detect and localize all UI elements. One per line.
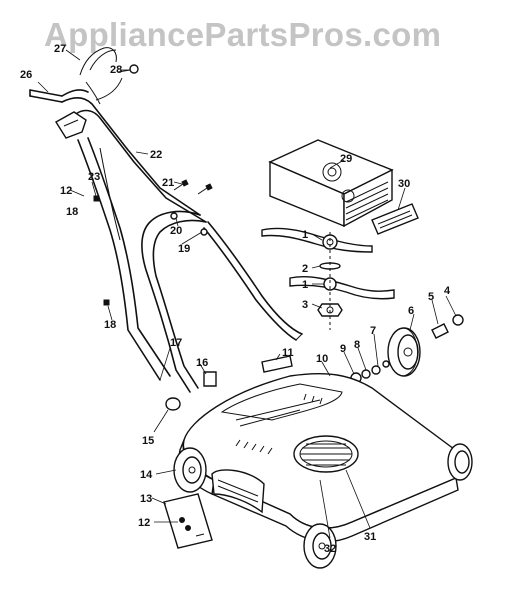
lower-left-handle (77, 137, 171, 381)
callout-12-lower: 12 (138, 517, 150, 529)
discharge-cover (163, 493, 213, 549)
front-right-wheel (303, 523, 337, 569)
callout-17: 17 (170, 337, 182, 349)
callout-30: 30 (398, 178, 410, 190)
callout-22: 22 (150, 149, 162, 161)
callout-32: 32 (324, 543, 336, 555)
callout-10: 10 (316, 353, 328, 365)
callout-23: 23 (88, 171, 100, 183)
callout-8: 8 (354, 339, 360, 351)
blade-upper (261, 227, 373, 253)
callout-18-lower: 18 (104, 319, 116, 331)
name-plate (371, 203, 419, 235)
callout-9: 9 (340, 343, 346, 355)
callout-14: 14 (140, 469, 153, 481)
blade-lower (289, 276, 395, 300)
callout-15: 15 (142, 435, 154, 447)
handle-hardware (93, 179, 293, 411)
callout-12-upper: 12 (60, 185, 72, 197)
callouts: 26 27 28 29 30 22 23 12 18 21 20 19 1 2 … (20, 43, 451, 555)
callout-6: 6 (408, 305, 414, 317)
callout-1-lower: 1 (302, 279, 308, 291)
callout-11: 11 (282, 347, 294, 359)
callout-1-upper: 1 (302, 229, 308, 241)
watermark: AppliancePartsPros.com (44, 16, 441, 53)
rear-right-wheel (447, 443, 473, 481)
engine-cover (268, 139, 394, 228)
callout-21: 21 (162, 177, 174, 189)
callout-5: 5 (428, 291, 434, 303)
callout-13: 13 (140, 493, 152, 505)
blade-hardware (317, 232, 343, 330)
callout-2: 2 (302, 263, 308, 275)
callout-3: 3 (302, 299, 308, 311)
callout-29: 29 (340, 153, 352, 165)
callout-31: 31 (364, 531, 376, 543)
mower-deck (178, 372, 468, 543)
callout-7: 7 (370, 325, 376, 337)
callout-28: 28 (110, 64, 122, 76)
rear-wheel-assembly (350, 314, 464, 384)
callout-16: 16 (196, 357, 208, 369)
callout-20: 20 (170, 225, 182, 237)
callout-18-upper: 18 (66, 206, 78, 218)
upper-handle (29, 47, 207, 223)
callout-27: 27 (54, 43, 66, 55)
leader-lines (37, 49, 457, 539)
callout-19: 19 (178, 243, 190, 255)
front-left-wheel (173, 447, 207, 493)
callout-26: 26 (20, 69, 32, 81)
callout-4: 4 (444, 285, 451, 297)
